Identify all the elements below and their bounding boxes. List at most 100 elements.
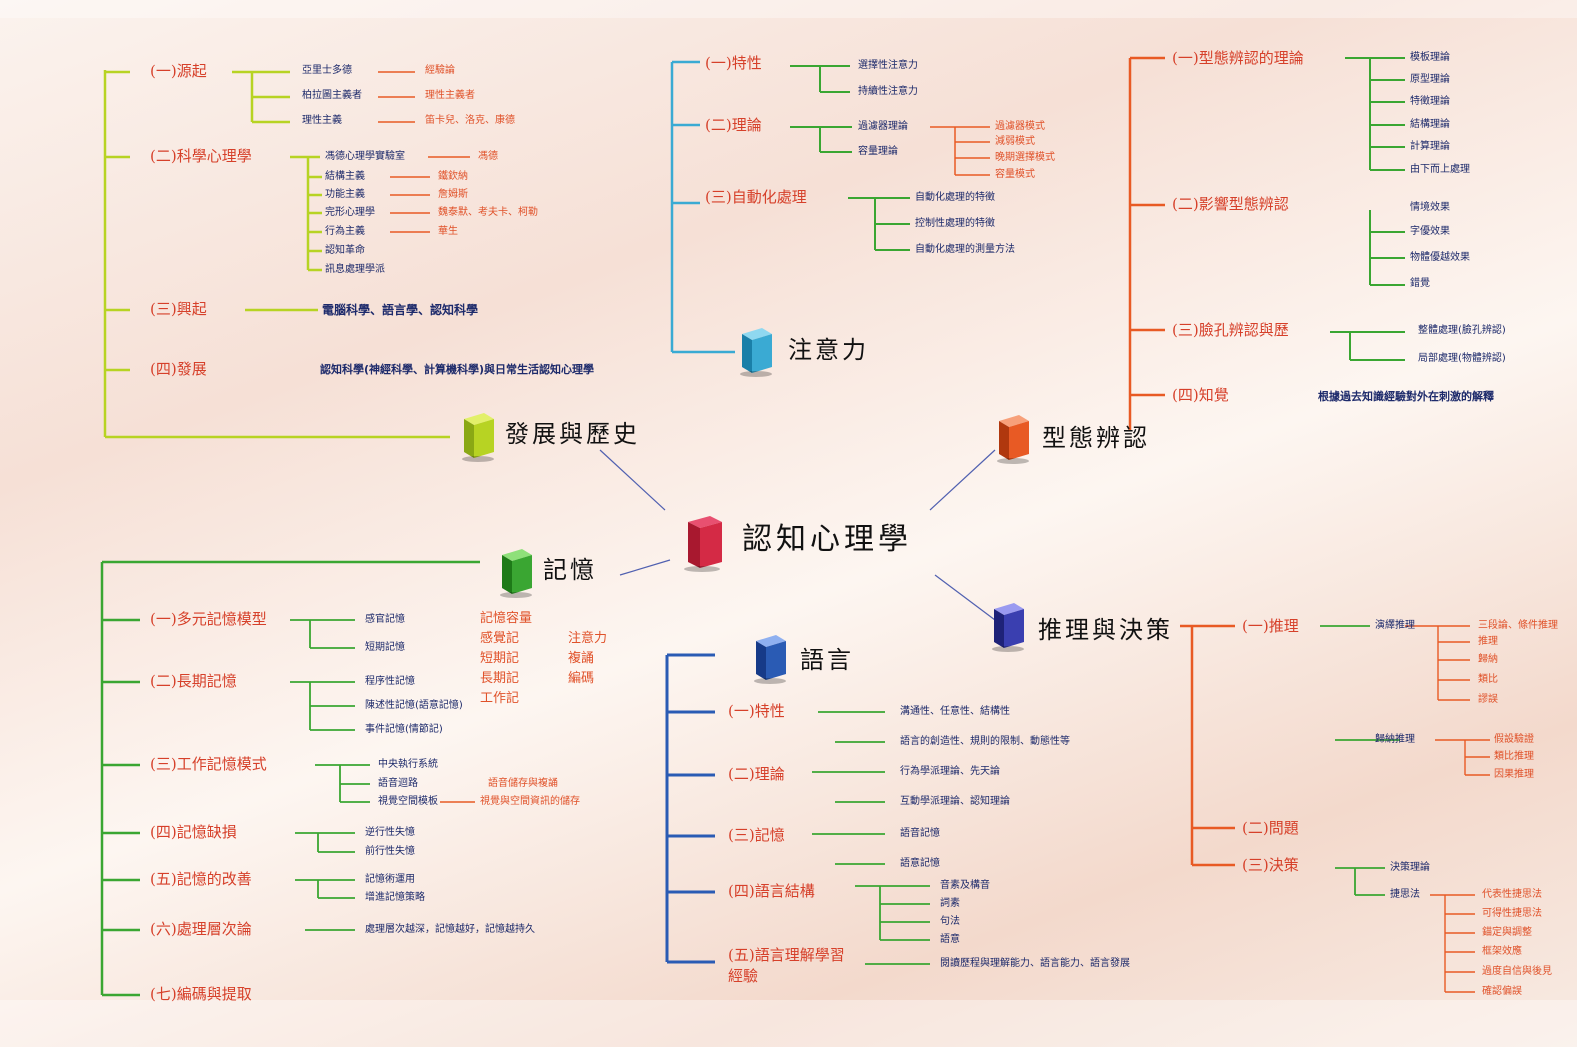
memory-note: 注意力 bbox=[568, 631, 608, 646]
topic-history-label: 發展與歷史 bbox=[505, 420, 640, 448]
history-leaf: 完形心理學 bbox=[325, 207, 375, 218]
reasoning-leaf: 演繹推理 bbox=[1375, 620, 1415, 631]
history-note: 馮德 bbox=[478, 151, 498, 162]
attention-note: 容量模式 bbox=[995, 169, 1035, 180]
reasoning-leaf: 決策理論 bbox=[1390, 862, 1430, 873]
language-leaf: 溝通性、任意性、結構性 bbox=[900, 706, 1010, 717]
pattern-leaf: 情境效果 bbox=[1410, 202, 1450, 213]
history-note: 經驗論 bbox=[425, 65, 455, 76]
language-leaf: 句法 bbox=[940, 916, 960, 927]
history-note: 鐵欽納 bbox=[438, 171, 468, 182]
memory-leaf: 短期記憶 bbox=[365, 642, 405, 653]
language-leaf: 語意記憶 bbox=[900, 858, 940, 869]
memory-note: 語音儲存與複誦 bbox=[488, 778, 558, 789]
reasoning-cube-icon bbox=[992, 603, 1024, 652]
language-leaf: 行為學派理論、先天論 bbox=[900, 766, 1000, 777]
attention-leaf: 容量理論 bbox=[858, 146, 898, 157]
history-leaf: 電腦科學、語言學、認知科學 bbox=[322, 303, 479, 317]
history-leaf: 行為主義 bbox=[325, 226, 365, 237]
memory-leaf: 前行性失憶 bbox=[365, 846, 415, 857]
memory-leaf: 逆行性失憶 bbox=[365, 827, 415, 838]
pattern-leaf: 物體優越效果 bbox=[1410, 252, 1470, 263]
memory-branch-1: (一)多元記憶模型 bbox=[150, 610, 267, 628]
pattern-leaf: 錯覺 bbox=[1410, 278, 1430, 289]
memory-note: 複誦 bbox=[568, 651, 595, 666]
topic-attention-label: 注意力 bbox=[788, 336, 869, 364]
reasoning-note: 推理 bbox=[1478, 636, 1498, 647]
pattern-leaf: 計算理論 bbox=[1410, 141, 1450, 152]
topic-pattern-label: 型態辨認 bbox=[1042, 424, 1150, 452]
reasoning-note: 過度自信與後見 bbox=[1482, 966, 1552, 977]
language-branch-1: (一)特性 bbox=[728, 702, 785, 720]
reasoning-note: 類比推理 bbox=[1494, 751, 1534, 762]
history-note: 華生 bbox=[438, 226, 458, 237]
history-note: 笛卡兒、洛克、康德 bbox=[425, 115, 515, 126]
history-branch-2: (二)科學心理學 bbox=[150, 147, 252, 165]
memory-leaf: 語音迴路 bbox=[378, 778, 418, 789]
memory-leaf: 中央執行系統 bbox=[378, 759, 438, 770]
reasoning-note: 錨定與調整 bbox=[1482, 927, 1532, 938]
reasoning-note: 假設驗證 bbox=[1494, 734, 1534, 745]
reasoning-note: 框架效應 bbox=[1482, 946, 1522, 957]
history-leaf: 馮德心理學實驗室 bbox=[325, 151, 405, 162]
history-branch-1: (一)源起 bbox=[150, 62, 207, 80]
memory-note: 編碼 bbox=[568, 671, 595, 686]
language-leaf: 互動學派理論、認知理論 bbox=[900, 796, 1010, 807]
center-cube-icon bbox=[684, 516, 722, 572]
pattern-leaf: 原型理論 bbox=[1410, 74, 1450, 85]
reasoning-note: 歸納 bbox=[1478, 654, 1498, 665]
memory-note: 長期記 bbox=[480, 671, 520, 686]
memory-leaf: 增進記憶策略 bbox=[365, 892, 425, 903]
attention-leaf: 自動化處理的特徵 bbox=[915, 192, 995, 203]
memory-leaf: 程序性記憶 bbox=[365, 676, 415, 687]
memory-leaf: 視覺空間模板 bbox=[378, 796, 438, 807]
pattern-branch-3: (三)臉孔辨認與歷 bbox=[1172, 321, 1289, 339]
attention-note: 減弱模式 bbox=[995, 136, 1035, 147]
language-leaf: 閱讀歷程與理解能力、語言能力、語言發展 bbox=[940, 958, 1130, 969]
memory-branch-5: (五)記憶的改善 bbox=[150, 870, 252, 888]
language-leaf: 語音記憶 bbox=[900, 828, 940, 839]
history-leaf: 功能主義 bbox=[325, 189, 365, 200]
pattern-branch-4: (四)知覺 bbox=[1172, 386, 1229, 404]
reasoning-note: 三段論、條件推理 bbox=[1478, 620, 1558, 631]
attention-branch-3: (三)自動化處理 bbox=[705, 188, 807, 206]
center-topic-label: 認知心理學 bbox=[742, 522, 912, 557]
attention-leaf: 持續性注意力 bbox=[858, 86, 918, 97]
history-leaf: 理性主義 bbox=[302, 115, 342, 126]
memory-note: 感覺記 bbox=[480, 631, 520, 646]
reasoning-branch-3: (三)決策 bbox=[1242, 856, 1299, 874]
memory-leaf: 處理層次越深，記憶越好，記憶越持久 bbox=[365, 924, 535, 935]
pattern-branch-1: (一)型態辨認的理論 bbox=[1172, 49, 1304, 67]
attention-note: 過濾器模式 bbox=[995, 121, 1045, 132]
language-branch-2: (二)理論 bbox=[728, 765, 785, 783]
memory-cube-icon bbox=[500, 549, 532, 598]
history-note: 理性主義者 bbox=[425, 90, 475, 101]
memory-branch-7: (七)編碼與提取 bbox=[150, 985, 252, 1003]
history-leaf: 認知科學(神經科學、計算機科學)與日常生活認知心理學 bbox=[320, 363, 595, 376]
top-band bbox=[0, 0, 1577, 18]
memory-leaf: 陳述性記憶(語意記憶) bbox=[365, 700, 463, 711]
reasoning-note: 因果推理 bbox=[1494, 769, 1534, 780]
topic-memory-label: 記憶 bbox=[543, 556, 597, 584]
language-branch-4: (四)語言結構 bbox=[728, 882, 815, 900]
history-note: 詹姆斯 bbox=[438, 189, 468, 200]
memory-branch-2: (二)長期記憶 bbox=[150, 672, 237, 690]
attention-cube-icon bbox=[740, 328, 772, 377]
history-note: 魏泰默、考夫卡、柯勒 bbox=[438, 207, 538, 218]
reasoning-note: 代表性捷思法 bbox=[1482, 889, 1542, 900]
pattern-leaf: 局部處理(物體辨認) bbox=[1418, 353, 1506, 364]
memory-leaf: 記憶術運用 bbox=[365, 874, 415, 885]
memory-branch-4: (四)記憶缺損 bbox=[150, 823, 237, 841]
memory-note: 視覺與空間資訊的儲存 bbox=[480, 796, 580, 807]
attention-branch-1: (一)特性 bbox=[705, 54, 762, 72]
history-branch-3: (三)興起 bbox=[150, 300, 207, 318]
attention-note: 晚期選擇模式 bbox=[995, 152, 1055, 163]
attention-leaf: 過濾器理論 bbox=[858, 121, 908, 132]
attention-leaf: 自動化處理的測量方法 bbox=[915, 244, 1015, 255]
history-leaf: 認知革命 bbox=[325, 245, 365, 256]
history-leaf: 亞里士多德 bbox=[302, 65, 352, 76]
history-leaf: 訊息處理學派 bbox=[325, 264, 385, 275]
reasoning-branch-1: (一)推理 bbox=[1242, 617, 1299, 635]
memory-note: 工作記 bbox=[480, 691, 520, 706]
